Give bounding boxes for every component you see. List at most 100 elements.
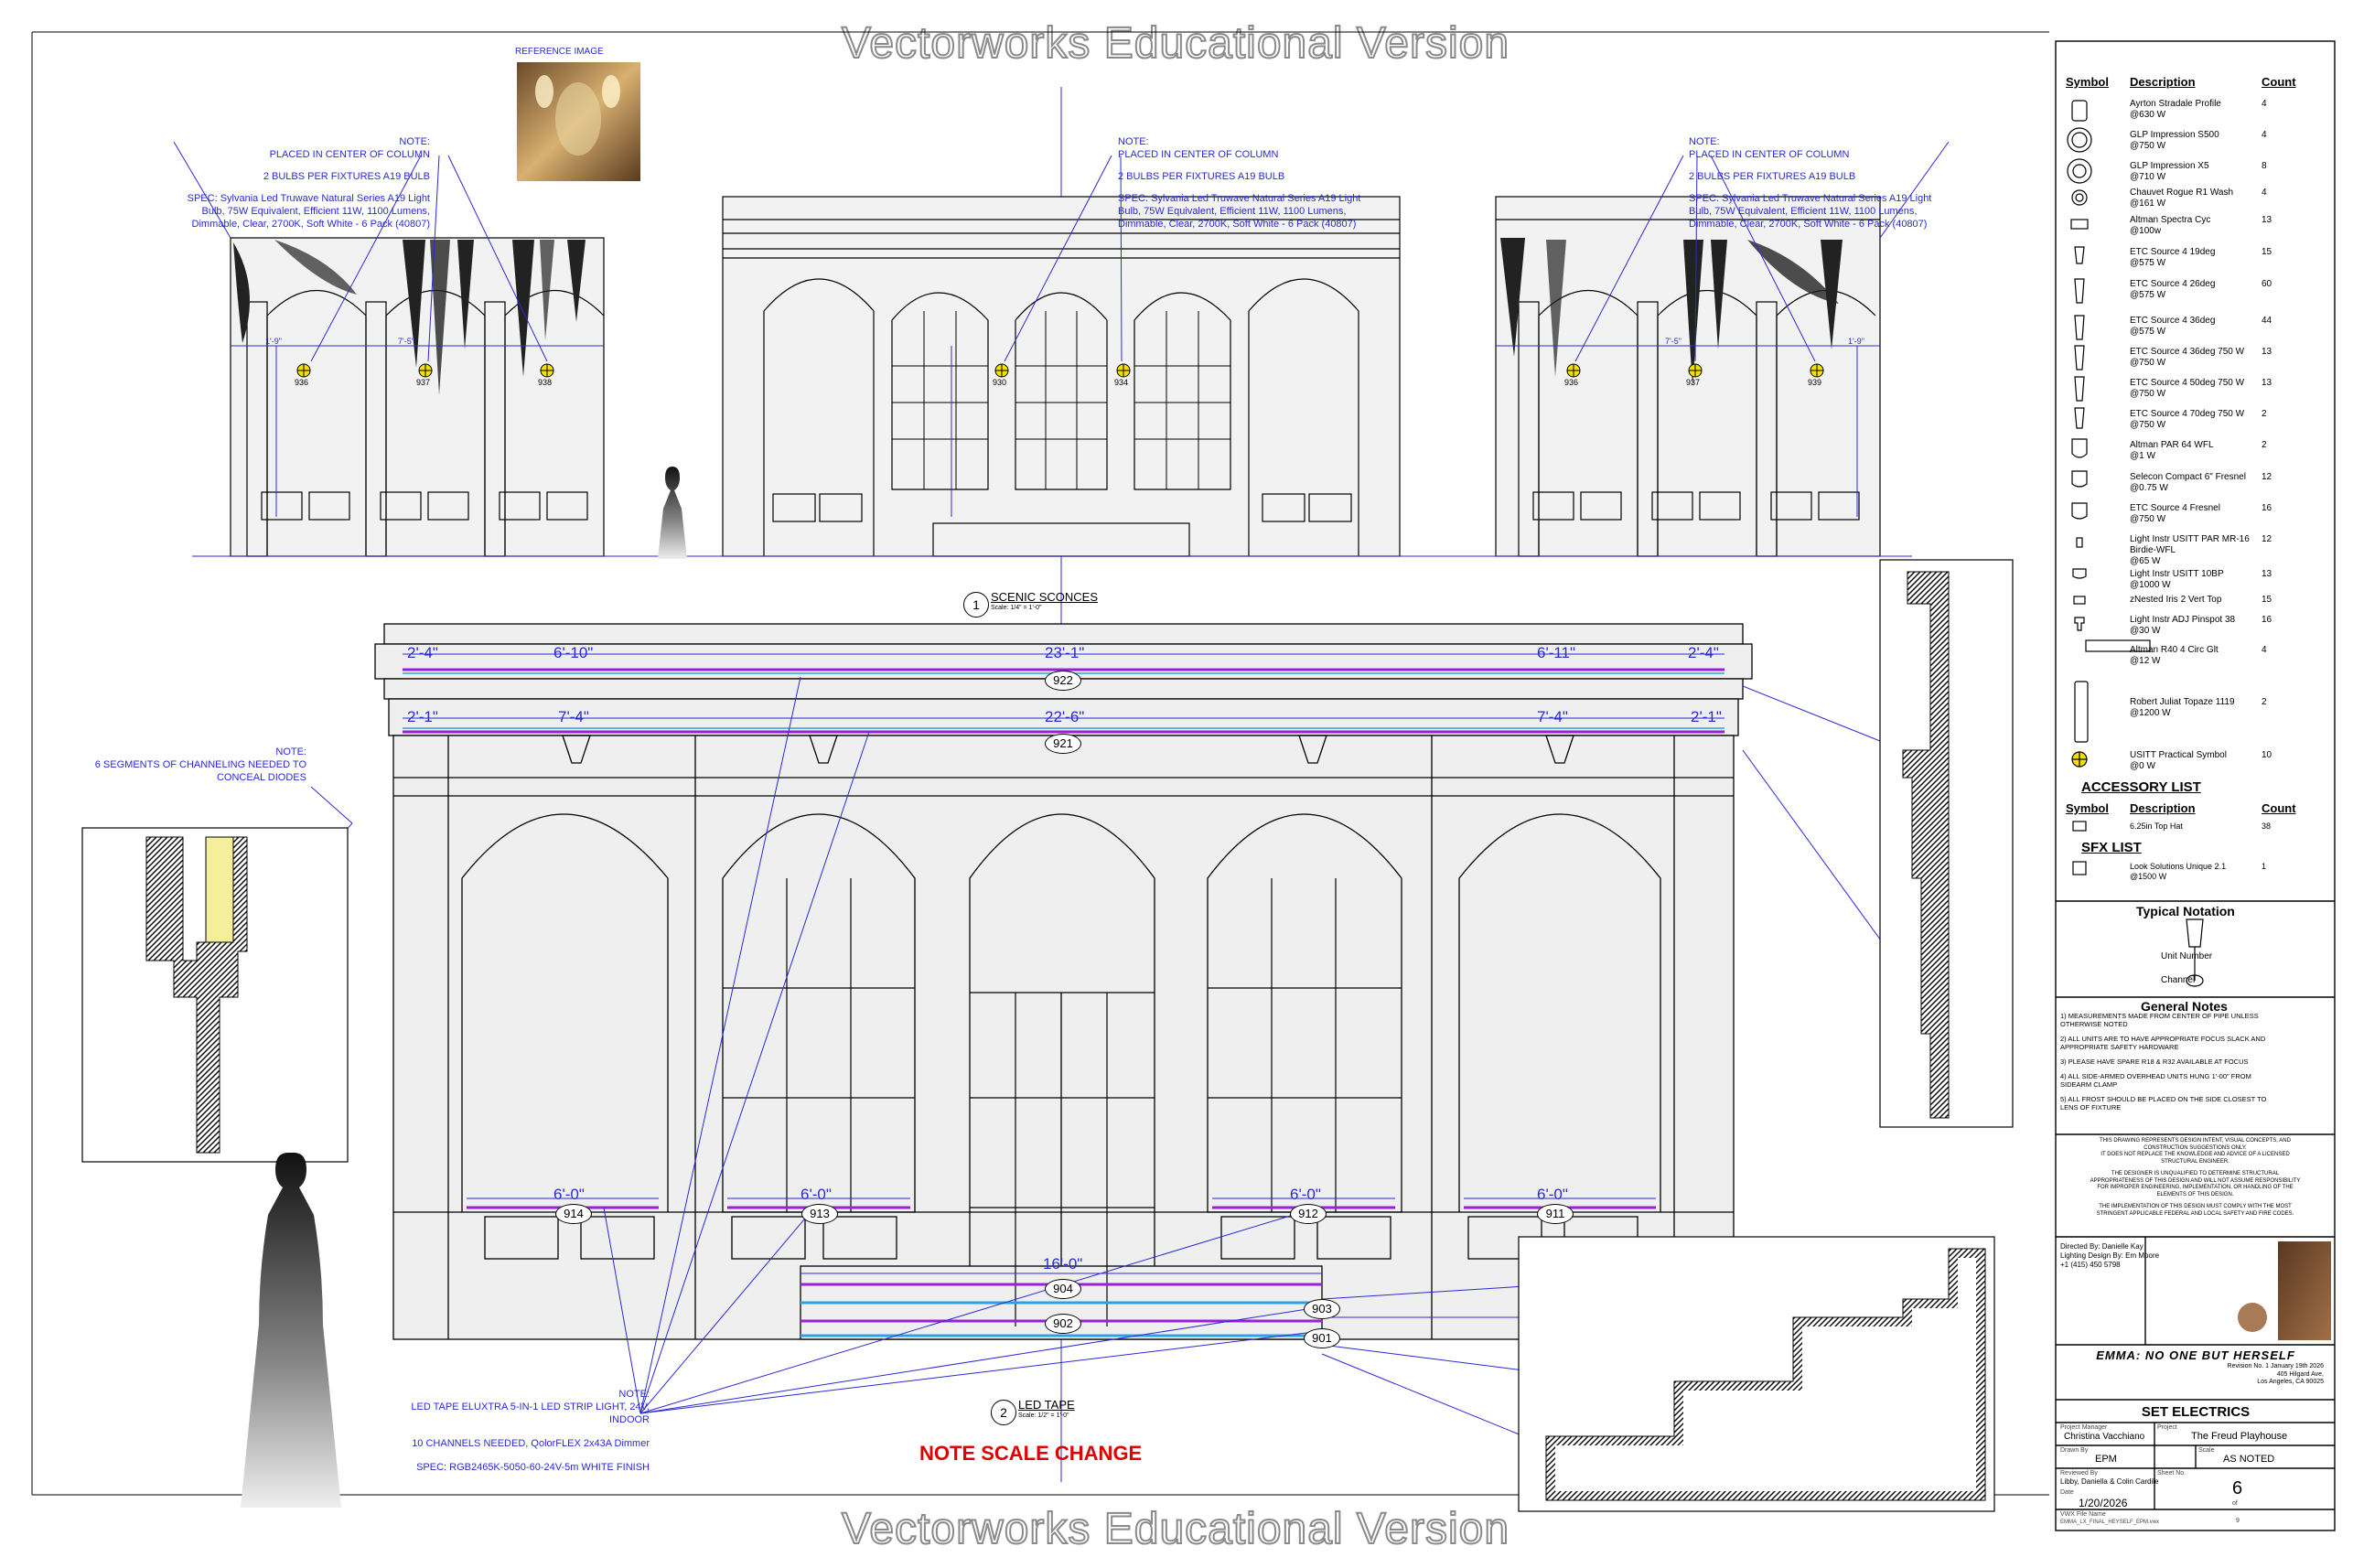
- show-title: EMMA: NO ONE BUT HERSELF: [2096, 1348, 2295, 1362]
- followspot-icon: [2066, 697, 2090, 719]
- reviewed-label: Reviewed By: [2060, 1470, 2098, 1477]
- legend-description: Altman Spectra Cyc@100w: [2130, 215, 2211, 236]
- legend-description: Altman R40 4 Circ Glt@12 W: [2130, 645, 2219, 666]
- reference-image-label: REFERENCE IMAGE: [515, 47, 604, 57]
- legend-row: zNested Iris 2 Vert Top 15: [2058, 593, 2333, 620]
- watermark-bottom: Vectorworks Educational Version: [841, 1504, 1510, 1554]
- led-dim: 6'-0": [800, 1186, 832, 1203]
- legend-description: ETC Source 4 70deg 750 W@750 W: [2130, 409, 2245, 430]
- scale-change-note: NOTE SCALE CHANGE: [919, 1442, 1143, 1465]
- project-label: Project: [2157, 1424, 2177, 1431]
- detail-stairs: [1518, 1236, 1995, 1512]
- elevation-center: [722, 196, 1401, 557]
- legend-count: 13: [2262, 215, 2272, 225]
- show-info: Revision No. 1 January 19th 2026 405 Hil…: [2227, 1363, 2324, 1385]
- led-unit-bubble: 903: [1304, 1299, 1340, 1319]
- sconce-note-left: NOTE: PLACED IN CENTER OF COLUMN 2 BULBS…: [187, 136, 430, 230]
- par-can-icon: [2066, 440, 2090, 462]
- legend-count: 10: [2262, 750, 2272, 760]
- typical-notation-channel: Channel: [2161, 975, 2196, 985]
- led-dim: 6'-0": [1290, 1186, 1321, 1203]
- led-unit-bubble: 922: [1045, 671, 1081, 691]
- scale-label: Scale: [2198, 1447, 2215, 1454]
- led-dim: 23'-1": [1045, 644, 1085, 661]
- unit-number: 937: [1686, 378, 1701, 387]
- legend-description: Light Instr ADJ Pinspot 38@30 W: [2130, 615, 2236, 636]
- led-window-grid: [723, 878, 1402, 1326]
- view1-title: SCENIC SCONCES: [991, 590, 1099, 604]
- beam-projector-icon: [2066, 569, 2090, 591]
- legend-count: 16: [2262, 503, 2272, 513]
- striplight-icon: [2066, 645, 2090, 667]
- sfx-desc: Look Solutions Unique 2.1@1500 W: [2130, 862, 2227, 881]
- legend-description: zNested Iris 2 Vert Top: [2130, 595, 2222, 605]
- moving-head-icon: [2066, 130, 2090, 152]
- reviewed-value: Libby, Daniella & Colin Cardile: [2060, 1477, 2159, 1486]
- titleblock-frame: [2055, 40, 2336, 1531]
- show-logo-bg: [2278, 1241, 2331, 1340]
- led-dim: 7'-4": [558, 708, 589, 725]
- unit-number: 939: [1808, 378, 1822, 387]
- ellipsoidal-icon: [2066, 378, 2090, 400]
- led-unit-bubble: 904: [1045, 1279, 1081, 1299]
- ellipsoidal-icon: [2066, 347, 2090, 369]
- led-unit-bubble: 911: [1537, 1204, 1574, 1224]
- led-unit-bubble: 902: [1045, 1314, 1081, 1334]
- general-notes-title: General Notes: [2141, 999, 2228, 1014]
- unit-number: 938: [538, 378, 553, 387]
- legend-description: ETC Source 4 Fresnel@750 W: [2130, 503, 2220, 524]
- led-unit-bubble: 921: [1045, 734, 1081, 754]
- legend-description: GLP Impression S500@750 W: [2130, 130, 2219, 151]
- led-unit-bubble: 913: [801, 1204, 838, 1224]
- legend-description: Ayrton Stradale Profile@630 W: [2130, 99, 2221, 120]
- legend-description: ETC Source 4 19deg@575 W: [2130, 247, 2216, 268]
- legend-count: 2: [2262, 409, 2267, 419]
- legend-count: 12: [2262, 534, 2272, 544]
- legend-icons: [2067, 100, 2151, 875]
- legend-count: 13: [2262, 347, 2272, 357]
- sconce-markers: [296, 363, 1824, 378]
- led-dim: 2'-1": [1691, 708, 1722, 725]
- legend-count: 15: [2262, 595, 2272, 605]
- led-dim: 7'-4": [1537, 708, 1568, 725]
- dim-label: 7'-5": [1665, 337, 1681, 346]
- led-elevation: [374, 623, 1753, 1340]
- center-window-grid: [892, 311, 1230, 489]
- drawn-value: EPM: [2095, 1454, 2117, 1465]
- legend-count: 4: [2262, 645, 2267, 655]
- ellipsoidal-icon: [2066, 409, 2090, 431]
- legend-row: ETC Source 4 19deg@575 W 15: [2058, 245, 2333, 273]
- human-figure-large: [241, 1153, 341, 1508]
- reference-image: [517, 62, 640, 181]
- legend-row: Altman R40 4 Circ Glt@12 W 4: [2058, 643, 2333, 671]
- fresnel-icon: [2066, 472, 2090, 494]
- detail-profile-right: [1879, 559, 2014, 1128]
- moving-head-icon: [2066, 161, 2090, 183]
- sheet-no-label: Sheet No.: [2157, 1470, 2186, 1477]
- legend-col-symbol: Symbol: [2066, 75, 2109, 89]
- general-notes-list: 1) MEASUREMENTS MADE FROM CENTER OF PIPE…: [2060, 1012, 2267, 1112]
- legend-col-description: Description: [2130, 75, 2196, 89]
- led-dim: 16'-0": [1043, 1255, 1083, 1273]
- legend-count: 4: [2262, 188, 2267, 198]
- ellipsoidal-icon: [2066, 279, 2090, 301]
- fresnel-icon: [2066, 503, 2090, 525]
- led-dim: 6'-0": [1537, 1186, 1568, 1203]
- legend-count: 8: [2262, 161, 2267, 171]
- legend-count: 13: [2262, 569, 2272, 579]
- human-figure-small: [658, 467, 687, 559]
- ellipsoidal-icon: [2066, 316, 2090, 338]
- ellipsoidal-icon: [2066, 247, 2090, 269]
- legend-count: 15: [2262, 247, 2272, 257]
- channel-note: NOTE: 6 SEGMENTS OF CHANNELING NEEDED TO…: [94, 746, 306, 783]
- led-dim: 6'-11": [1537, 644, 1576, 661]
